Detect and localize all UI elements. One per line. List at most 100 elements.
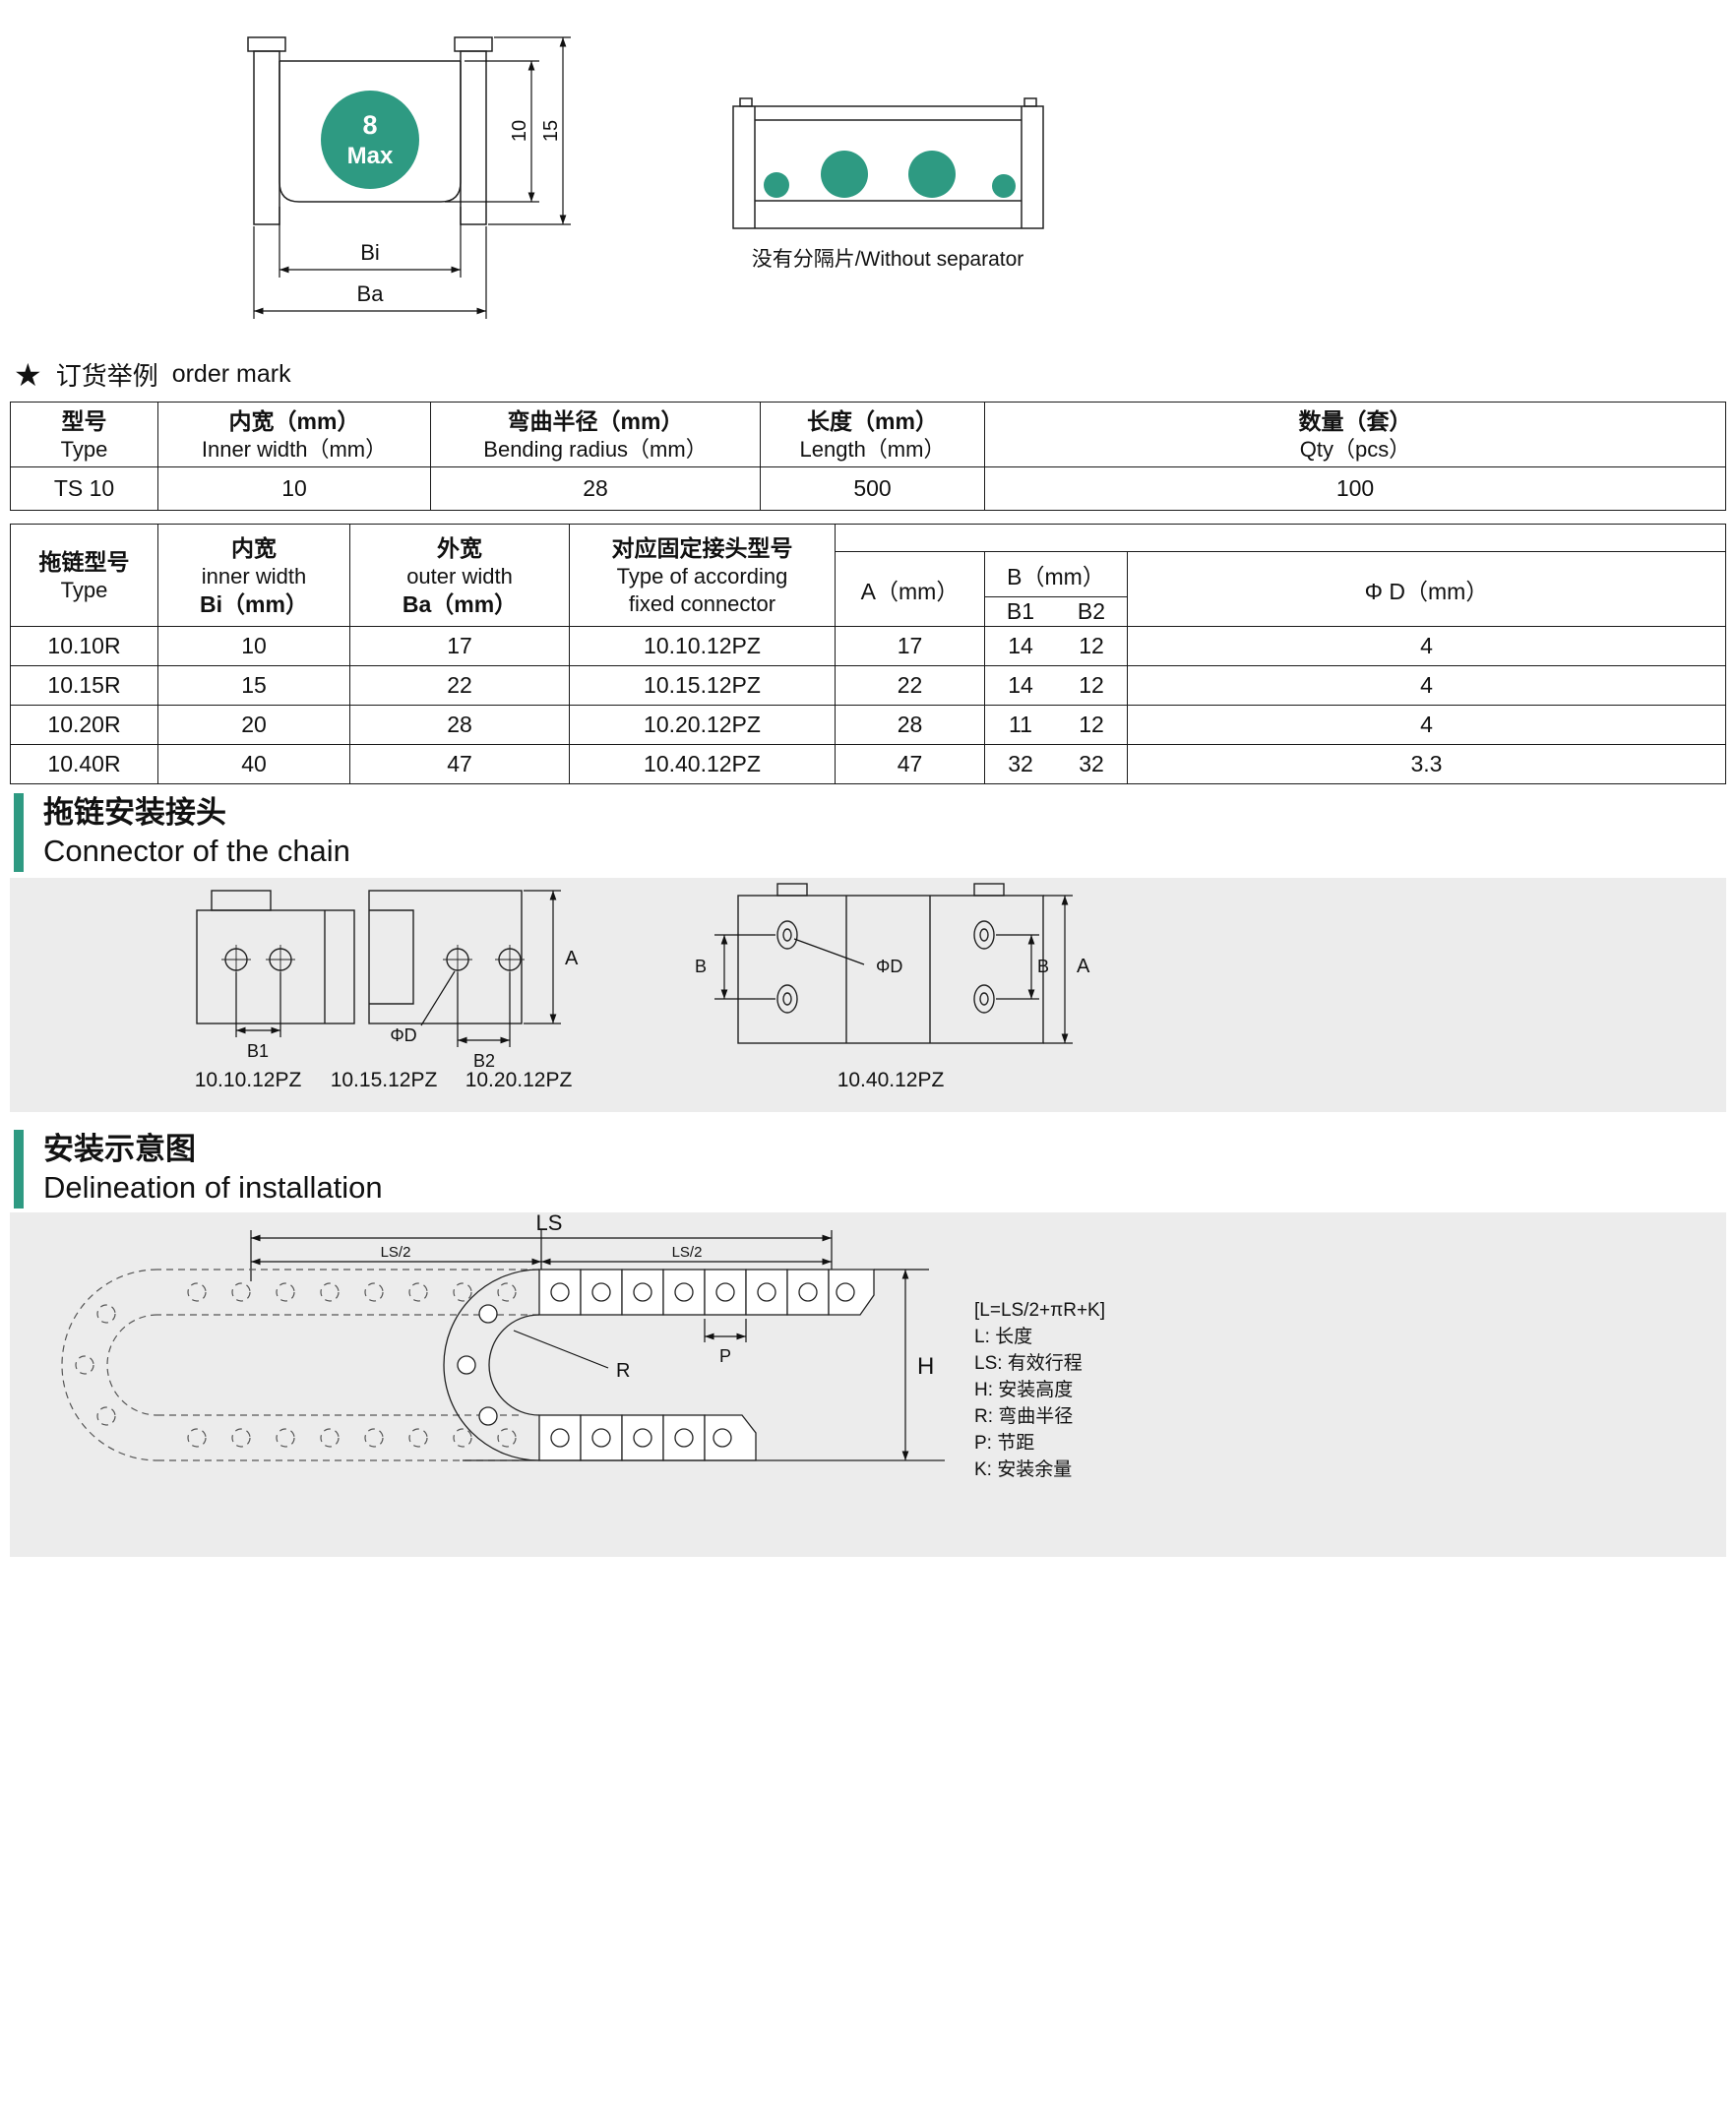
max-cable-diameter-circle [321,91,419,189]
chain-ghost-position [61,1269,539,1461]
max-circle-label: Max [347,143,394,169]
spec-header-b1: B1 [1006,598,1035,624]
spec-cell-a: 47 [835,744,985,784]
front-view-dimension-lines [253,36,571,319]
header-length-cn: 长度（mm） [807,407,938,434]
header-inner-width: 内宽（mm）Inner width（mm） [157,402,431,467]
connector-label-10-20-12pz: 10.20.12PZ [465,1069,573,1091]
dim-label-b1: B1 [247,1041,269,1061]
note-formula: [L=LS/2+πR+K] [974,1300,1105,1321]
connector-title-en: Connector of the chain [43,834,350,868]
dim-label-a-right: A [1077,956,1090,977]
order-cell-type: TS 10 [10,466,158,511]
spec-cell-b: 11 12 [984,705,1128,745]
spec-header-outer-unit: Ba（mm） [402,590,518,617]
connector-label-10-15-12pz: 10.15.12PZ [331,1069,438,1091]
max-circle-value: 8 [362,110,377,140]
dim-label-b2: B2 [473,1051,495,1071]
spec-cell-b1: 14 [1008,633,1033,658]
dim-label-ls2-right: LS/2 [672,1244,703,1261]
spec-cell-ba: 28 [349,705,570,745]
p-dimension [704,1319,747,1342]
spec-cell-connector: 10.20.12PZ [569,705,836,745]
spec-header-inner-unit: Bi（mm） [200,590,308,617]
h-dimension [874,1269,929,1460]
spec-cell-type: 10.10R [10,626,158,666]
spec-header-b2: B2 [1077,598,1106,624]
spec-cell-type: 10.15R [10,665,158,706]
spec-header-inner-cn: 内宽 [231,534,277,561]
spec-header-empty-band [835,524,1726,552]
spec-cell-ba: 22 [349,665,570,706]
order-cell-qty: 100 [984,466,1726,511]
spec-cell-bi: 15 [157,665,350,706]
spec-cell-bi: 20 [157,705,350,745]
spec-cell-ba: 17 [349,626,570,666]
installation-notes: [L=LS/2+πR+K] L: 长度 LS: 有效行程 H: 安装高度 R: … [974,1297,1270,1483]
note-k: K: 安装余量 [974,1459,1073,1480]
spec-header-row-3: B1 B2 [11,596,1726,627]
header-bending-radius-cn: 弯曲半径（mm） [507,407,684,434]
spec-cell-type: 10.40R [10,744,158,784]
dim-label-b-right: B [1037,957,1049,976]
spec-cell-d: 3.3 [1127,744,1726,784]
dim-label-bi: Bi [360,240,380,265]
spec-header-b1b2: B1 B2 [984,596,1128,627]
order-cell-inner-width: 10 [157,466,431,511]
spec-cell-b2: 32 [1079,751,1104,776]
order-cell-length: 500 [760,466,985,511]
connector-label-10-10-12pz: 10.10.12PZ [195,1069,302,1091]
order-mark-heading: ★ 订货举例 order mark [14,356,291,393]
installation-drawing: LS LS/2 LS/2 [61,1210,945,1461]
note-r: R: 弯曲半径 [974,1406,1074,1427]
section-bar-icon [14,793,24,872]
note-p: P: 节距 [974,1433,1035,1454]
order-table-data-row: TS 10 10 28 500 100 [10,466,1726,511]
cable-circles [764,151,1016,198]
connector-large-dims [714,895,1073,1044]
side-view-diagram [732,97,1044,229]
spec-cell-connector: 10.15.12PZ [569,665,836,706]
spec-cell-b2: 12 [1079,712,1104,737]
spec-cell-d: 4 [1127,626,1726,666]
header-length: 长度（mm）Length（mm） [760,402,985,467]
header-bending-radius: 弯曲半径（mm）Bending radius（mm） [430,402,761,467]
dim-label-outer-height: 15 [540,120,562,142]
spec-cell-connector: 10.10.12PZ [569,626,836,666]
spec-header-inner-en: inner width [201,563,307,589]
connector-large-drawing [737,883,1044,1044]
spec-cell-b1: 14 [1008,672,1033,698]
note-l: L: 长度 [974,1327,1033,1347]
dim-label-b-left: B [695,957,707,976]
section-bar-icon [14,1130,24,1209]
spec-cell-d: 4 [1127,665,1726,706]
spec-header-type-cn: 拖链型号 [38,548,130,575]
spec-header-type-en: Type [60,577,108,602]
spec-cell-b1: 11 [1009,712,1032,737]
dim-label-a-left: A [565,948,579,969]
connector-label-10-40-12pz: 10.40.12PZ [837,1069,945,1091]
ls-dimension-lines [250,1230,833,1281]
spec-header-outer-en: outer width [406,563,513,589]
dim-label-r: R [616,1360,630,1382]
header-type-en: Type [60,436,108,462]
header-qty: 数量（套）Qty（pcs） [984,402,1726,467]
without-separator-caption: 没有分隔片/Without separator [752,248,1024,271]
spec-cell-b1: 32 [1008,751,1033,776]
spec-cell-a: 17 [835,626,985,666]
spec-header-connector-en1: Type of according [616,563,788,589]
connector-panel: B1 ΦD B2 A [10,878,1726,1112]
note-h: H: 安装高度 [974,1380,1074,1400]
installation-title-cn: 安装示意图 [43,1132,196,1166]
spec-header-a: A（mm） [835,551,985,627]
